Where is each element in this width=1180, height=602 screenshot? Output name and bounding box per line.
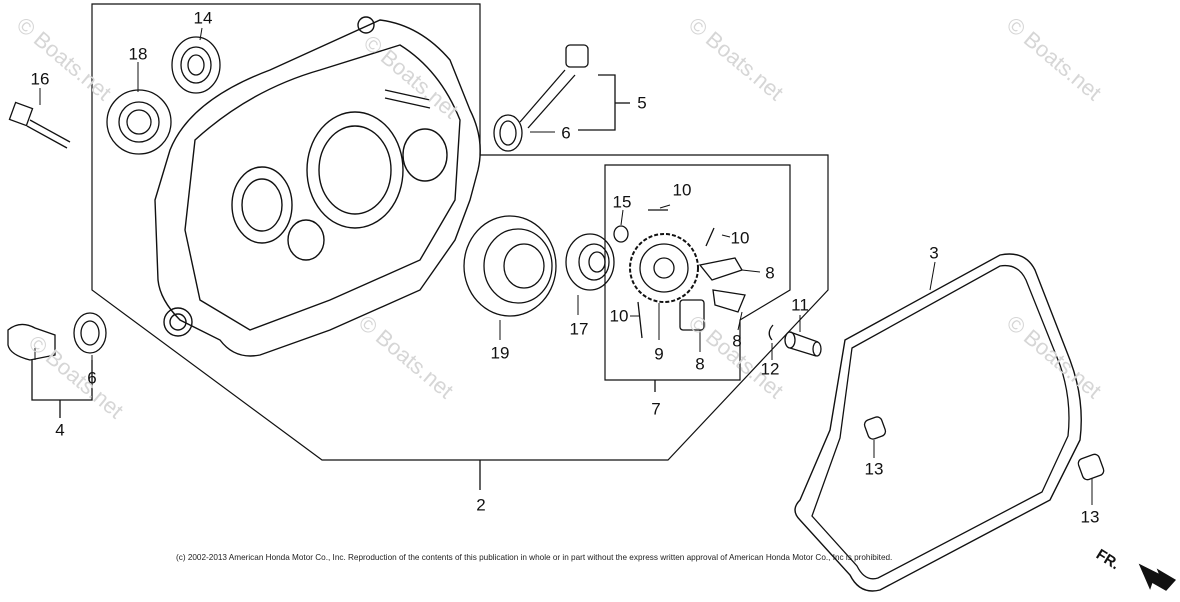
copyright-notice: (c) 2002-2013 American Honda Motor Co., … <box>176 553 893 562</box>
callout-17: 17 <box>569 319 589 339</box>
gasket-3 <box>794 253 1082 592</box>
callout-16: 16 <box>30 69 50 89</box>
bracket-7 <box>604 164 791 381</box>
callout-12: 12 <box>760 359 780 379</box>
dipstick-5 <box>493 44 589 152</box>
callout-14: 14 <box>193 8 213 28</box>
pin-11 <box>768 324 822 357</box>
callout-2: 2 <box>476 495 486 515</box>
callout-5: 5 <box>637 93 647 113</box>
drain-plug-4 <box>7 312 107 361</box>
dowel-13b <box>1077 453 1105 481</box>
callout-8: 8 <box>765 263 775 283</box>
callout-6: 6 <box>561 123 571 143</box>
bolt-16 <box>8 101 71 149</box>
front-arrow <box>1138 563 1177 591</box>
callout-15: 15 <box>612 192 632 212</box>
callout-10: 10 <box>672 180 692 200</box>
callout-6: 6 <box>87 368 97 388</box>
bearing-18 <box>106 89 172 155</box>
dowel-13a <box>863 416 887 440</box>
assembly-outline-2 <box>91 3 829 461</box>
callout-18: 18 <box>128 44 148 64</box>
callout-8: 8 <box>732 331 742 351</box>
callout-13: 13 <box>864 459 884 479</box>
callout-4: 4 <box>55 420 65 440</box>
bearing-19 <box>463 215 557 317</box>
callout-9: 9 <box>654 344 664 364</box>
governor-gear-9 <box>613 225 699 303</box>
callout-3: 3 <box>929 243 939 263</box>
callout-19: 19 <box>490 343 510 363</box>
callout-8: 8 <box>695 354 705 374</box>
bearing-14 <box>171 36 221 94</box>
callout-10: 10 <box>730 228 750 248</box>
callout-10: 10 <box>609 306 629 326</box>
bearing-17 <box>565 233 615 291</box>
case-cover <box>154 16 481 357</box>
callout-7: 7 <box>651 399 661 419</box>
callout-11: 11 <box>791 295 809 315</box>
callout-13: 13 <box>1080 507 1100 527</box>
